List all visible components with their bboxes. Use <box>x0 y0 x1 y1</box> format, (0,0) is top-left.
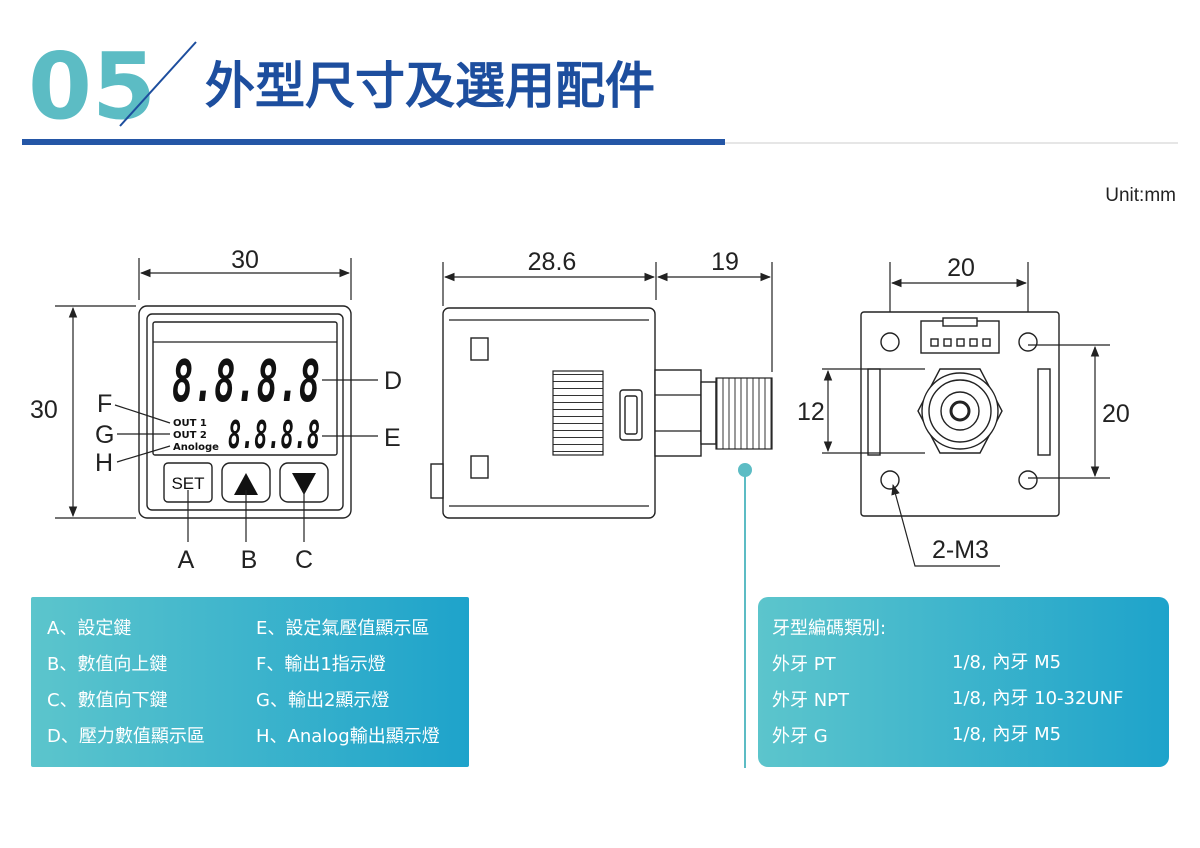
set-button-label: SET <box>171 474 204 493</box>
side-thread-neck <box>700 381 717 445</box>
pressure-display: 8.8.8.8 <box>172 347 320 415</box>
side-latch-top <box>470 337 489 361</box>
side-grip-ribs <box>552 370 604 456</box>
side-body-dim-label: 28.6 <box>528 248 577 276</box>
out1-indicator: OUT 1 <box>173 418 207 429</box>
setpoint-display: 8.8.8.8 <box>228 413 320 457</box>
legend-item: F、輸出1指示燈 <box>256 654 386 675</box>
thread-internal: 1/8, 內牙 M5 <box>952 652 1061 673</box>
legend-right-background <box>758 597 1169 767</box>
legend-item: C、數值向下鍵 <box>47 690 168 711</box>
connector-pin <box>982 338 991 347</box>
page-header: 05 外型尺寸及選用配件 <box>22 33 1178 145</box>
legend-item: H、Analog輸出顯示燈 <box>256 726 440 747</box>
back-slot-left <box>867 368 881 456</box>
side-connector-tab <box>430 463 444 499</box>
page-title: 外型尺寸及選用配件 <box>205 57 655 115</box>
out2-indicator: OUT 2 <box>173 430 207 441</box>
connector-pin <box>930 338 939 347</box>
front-width-label: 30 <box>231 246 259 274</box>
unit-label: Unit:mm <box>1105 185 1176 206</box>
connector-pin <box>969 338 978 347</box>
side-latch-bottom <box>470 455 489 479</box>
port-center-icon <box>949 400 971 422</box>
side-thread <box>715 377 773 450</box>
callout-b: B <box>241 546 258 574</box>
back-left-dim-label: 12 <box>797 398 825 426</box>
side-port-inner <box>624 395 638 435</box>
thread-code-title: 牙型編碼類別: <box>772 618 886 639</box>
back-connector-latch <box>942 317 978 327</box>
side-thread-dim-label: 19 <box>711 248 739 276</box>
legend-panel-left: A、設定鍵 B、數值向上鍵 C、數值向下鍵 D、壓力數值顯示區 E、設定氣壓值顯… <box>31 597 469 767</box>
mount-hole-tl <box>880 332 900 352</box>
down-arrow-icon <box>292 473 316 495</box>
legend-item: B、數值向上鍵 <box>47 654 167 675</box>
callout-line-h <box>116 445 171 463</box>
callout-f: F <box>97 390 112 418</box>
connector-pins <box>930 338 991 347</box>
callout-c: C <box>295 546 313 574</box>
section-number: 05 <box>28 33 156 140</box>
display-window <box>152 321 338 456</box>
legend-left-background <box>31 597 469 767</box>
callout-e: E <box>384 424 401 452</box>
connector-pin <box>943 338 952 347</box>
header-rule <box>22 139 725 145</box>
thread-external: 外牙 G <box>772 726 828 747</box>
back-slot-right <box>1037 368 1051 456</box>
callout-g: G <box>95 421 114 449</box>
callout-a: A <box>178 546 195 574</box>
callout-d: D <box>384 367 402 395</box>
back-view: 20 12 20 2-M3 <box>797 254 1130 567</box>
callout-line-f <box>114 404 171 424</box>
mount-hole-tr <box>1018 332 1038 352</box>
up-arrow-icon <box>234 473 258 495</box>
mount-hole-bl <box>880 470 900 490</box>
header-slash <box>119 41 197 127</box>
thread-external: 外牙 PT <box>772 654 837 675</box>
legend-item: D、壓力數值顯示區 <box>47 726 205 747</box>
thread-internal: 1/8, 內牙 M5 <box>952 724 1061 745</box>
back-right-dim-label: 20 <box>1102 400 1130 428</box>
legend-panel-right: 牙型編碼類別: 外牙 PT 1/8, 內牙 M5 外牙 NPT 1/8, 內牙 … <box>758 597 1169 767</box>
front-view: 30 30 8.8.8.8 8.8.8.8 OUT 1 OUT 2 Anolog… <box>30 246 402 574</box>
legend-item: G、輸出2顯示燈 <box>256 690 389 711</box>
back-width-label: 20 <box>947 254 975 282</box>
hole-label: 2-M3 <box>932 536 989 564</box>
thread-external: 外牙 NPT <box>772 690 850 711</box>
front-height-label: 30 <box>30 396 58 424</box>
callout-h: H <box>95 449 113 477</box>
side-hex-nut <box>654 369 702 457</box>
hole-leader <box>891 483 1000 567</box>
side-view: 28.6 19 <box>430 248 773 768</box>
analog-indicator: Anologe <box>173 442 219 453</box>
thread-internal: 1/8, 內牙 10-32UNF <box>952 688 1123 709</box>
mount-hole-br <box>1018 470 1038 490</box>
legend-item: A、設定鍵 <box>47 618 131 639</box>
legend-item: E、設定氣壓值顯示區 <box>256 618 429 639</box>
connector-pin <box>956 338 965 347</box>
